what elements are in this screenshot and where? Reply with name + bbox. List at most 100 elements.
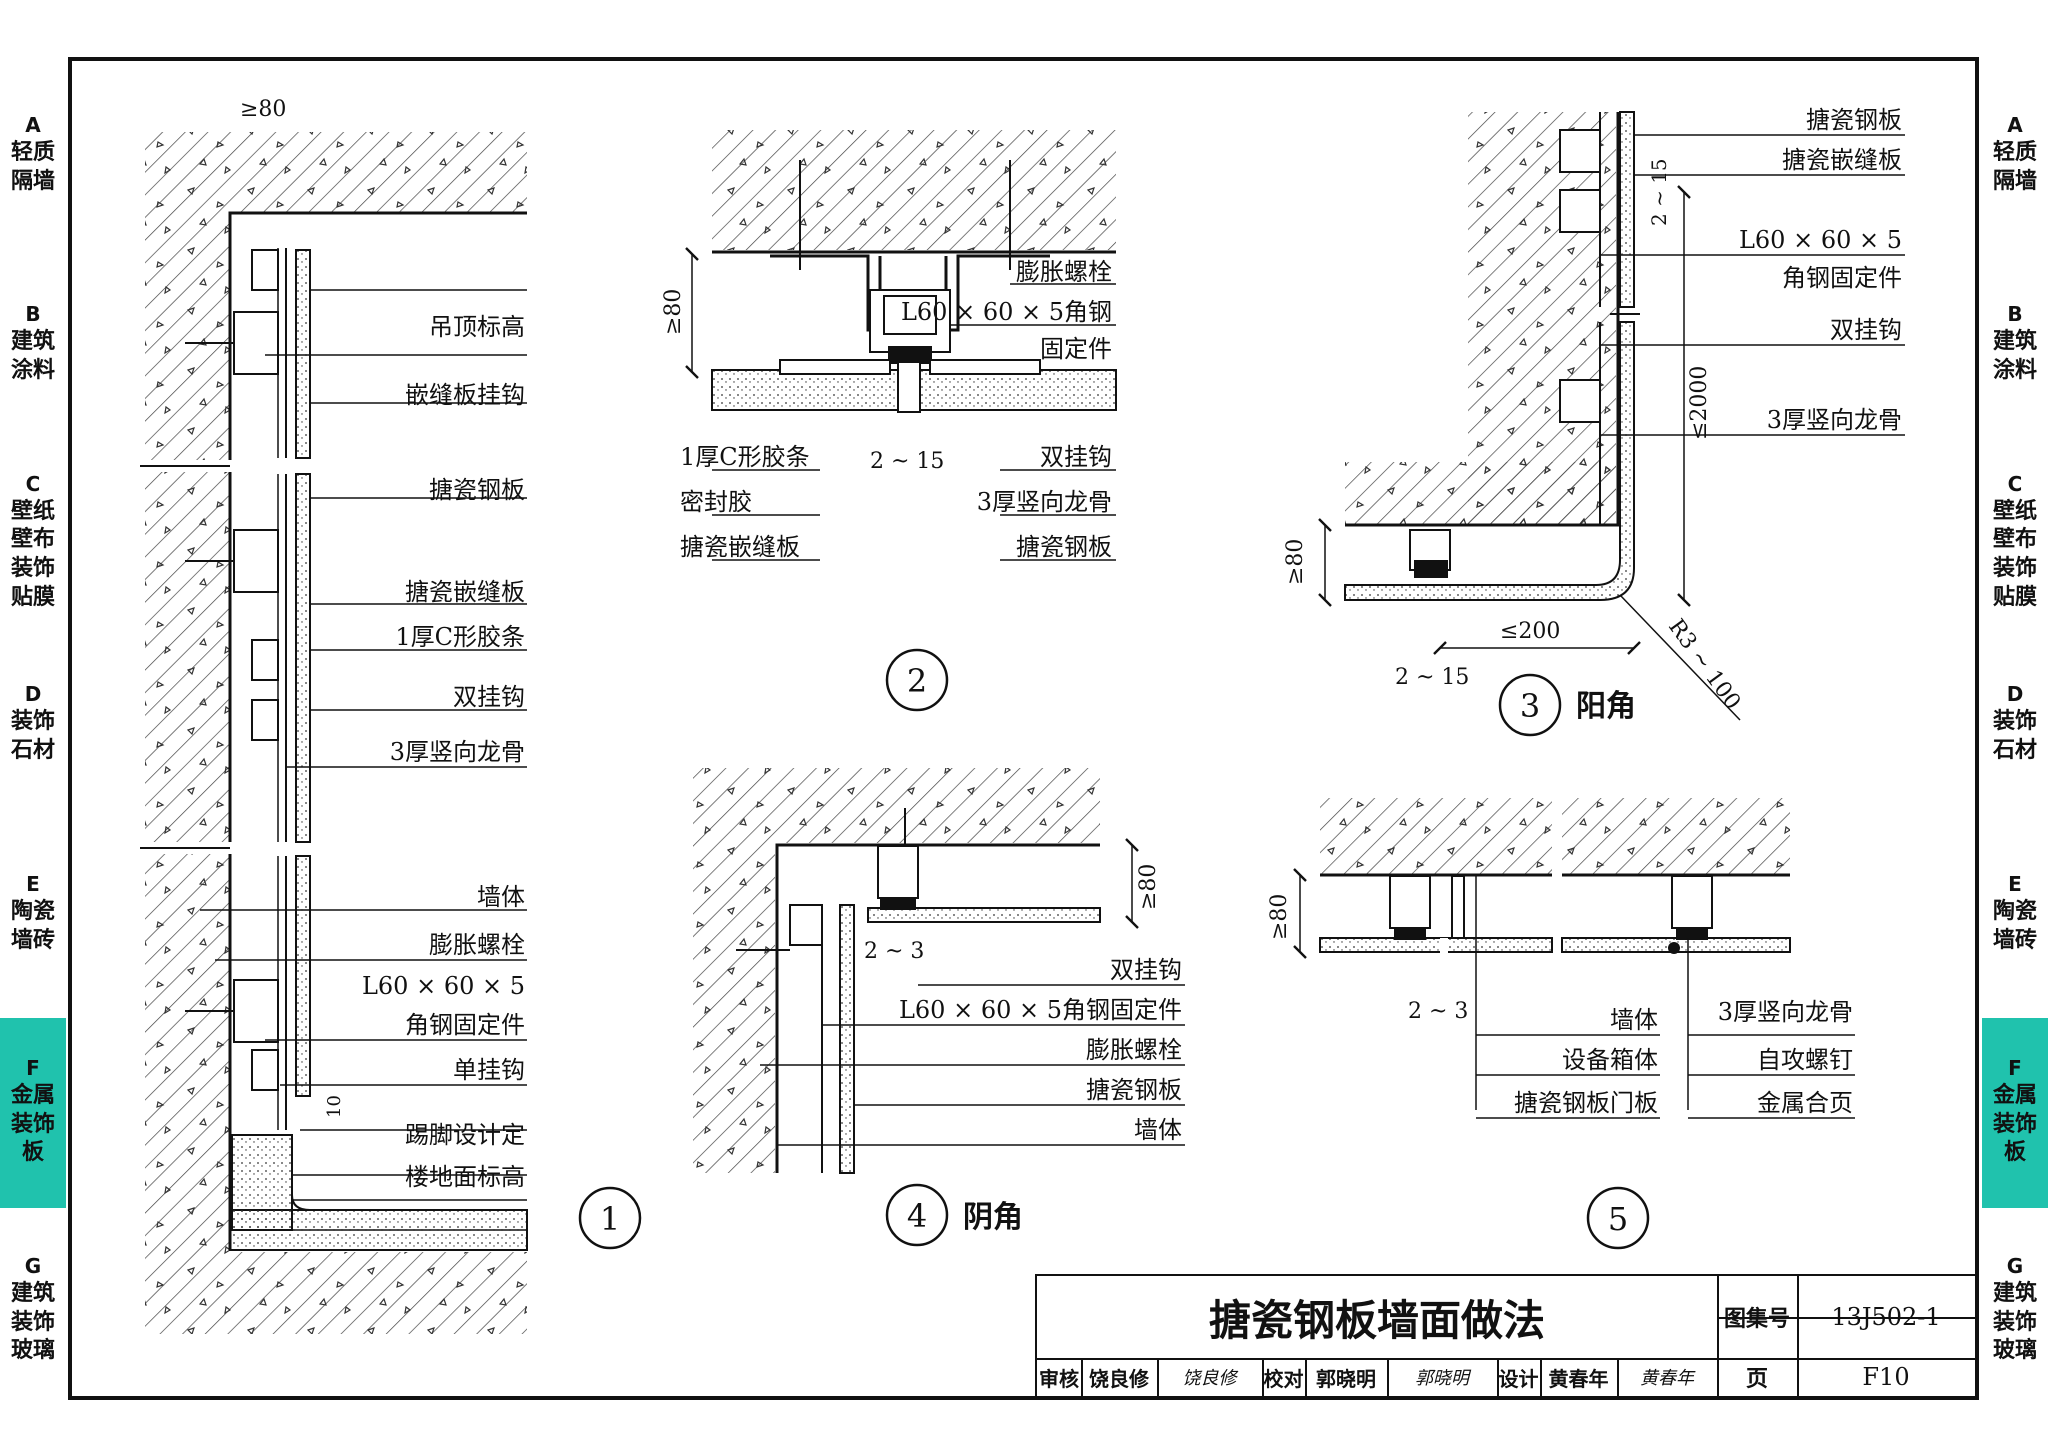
- tab-text: 建筑装饰玻璃: [10, 1281, 55, 1364]
- designer-name: 黄春年: [1548, 1366, 1609, 1391]
- check-label: 校对: [1263, 1366, 1304, 1391]
- detail-3-number: 3: [1520, 687, 1540, 725]
- tab-text: 壁纸壁布装饰贴膜: [1992, 498, 2037, 610]
- tab-d-left[interactable]: D 装饰石材: [0, 650, 66, 800]
- d1-label: 搪瓷嵌缝板: [405, 578, 525, 606]
- tab-letter: F: [26, 1056, 40, 1081]
- detail-5: [1293, 798, 1791, 1110]
- d3-label: 双挂钩: [1830, 316, 1902, 344]
- tab-text: 金属装饰板: [10, 1083, 55, 1166]
- detail-4-leaders: [760, 984, 1185, 1146]
- sheet-frame: [68, 57, 1979, 1400]
- tab-text: 轻质隔墙: [1992, 140, 2037, 194]
- d1-label: 楼地面标高: [405, 1163, 525, 1191]
- d1-label: 搪瓷钢板: [429, 476, 525, 504]
- d5-label-left: 搪瓷钢板门板: [1514, 1089, 1658, 1117]
- detail-3-name: 阳角: [1576, 689, 1636, 724]
- detail-5-leaders: [1476, 1034, 1855, 1119]
- tab-a-left[interactable]: A 轻质隔墙: [0, 82, 66, 230]
- drawing-title: 搪瓷钢板墙面做法: [1208, 1295, 1545, 1345]
- detail-2-leaders: [712, 283, 1116, 561]
- tab-d-right[interactable]: D 装饰石材: [1982, 650, 2048, 800]
- d5-label-left: 设备箱体: [1562, 1046, 1658, 1074]
- d3-label: 3厚竖向龙骨: [1767, 406, 1902, 434]
- d4-label: 搪瓷钢板: [1086, 1076, 1182, 1104]
- tab-f-left[interactable]: F 金属装饰板: [0, 1018, 66, 1208]
- d5-dim-80: ≥80: [1267, 894, 1292, 940]
- d3-label: 搪瓷嵌缝板: [1782, 146, 1902, 174]
- tab-g-right[interactable]: G 建筑装饰玻璃: [1982, 1236, 2048, 1386]
- tab-c-right[interactable]: C 壁纸壁布装饰贴膜: [1982, 462, 2048, 624]
- design-label: 设计: [1498, 1366, 1539, 1391]
- d2-label-right: 双挂钩: [1040, 443, 1112, 471]
- detail-4-marker: [885, 1183, 949, 1247]
- d1-label: 吊顶标高: [429, 313, 525, 341]
- d3-radius: R3 ~ 100: [1663, 615, 1745, 715]
- d1-dim-top: ≥80: [240, 97, 286, 122]
- d1-label: 膨胀螺栓: [429, 931, 525, 959]
- detail-5-number: 5: [1608, 1200, 1628, 1238]
- reviewer-signature: 饶良修: [1182, 1368, 1237, 1389]
- title-block: 搪瓷钢板墙面做法 图集号 13J502-1 审核 饶良修 饶良修 校对 郭晓明 …: [1035, 1274, 1977, 1398]
- d3-dim-15: 2 ~ 15: [1647, 158, 1671, 226]
- detail-4: [693, 768, 1139, 1174]
- tab-f-right[interactable]: F 金属装饰板: [1982, 1018, 2048, 1208]
- d1-label: 踢脚设计定: [405, 1121, 525, 1149]
- tab-letter: D: [2006, 682, 2024, 707]
- tab-letter: G: [24, 1254, 42, 1279]
- tab-letter: A: [2007, 113, 2023, 138]
- tab-g-left[interactable]: G 建筑装饰玻璃: [0, 1236, 66, 1386]
- d2-dim-left: ≥80: [661, 289, 686, 335]
- d1-label: 嵌缝板挂钩: [405, 381, 525, 409]
- tab-e-right[interactable]: E 陶瓷墙砖: [1982, 840, 2048, 990]
- detail-2: [685, 130, 1117, 413]
- d2-label-left: 密封胶: [680, 488, 752, 516]
- d5-label-right: 自攻螺钉: [1757, 1046, 1853, 1074]
- d1-label: 墙体: [477, 883, 525, 911]
- tab-text: 金属装饰板: [1992, 1083, 2037, 1166]
- tab-letter: C: [2007, 471, 2023, 496]
- d2-label-right: 3厚竖向龙骨: [977, 488, 1112, 516]
- tab-letter: D: [24, 682, 42, 707]
- tab-letter: C: [25, 471, 41, 496]
- tab-letter: B: [2007, 302, 2023, 327]
- d4-dim-gap: 2 ~ 3: [864, 939, 924, 964]
- page-label: 页: [1745, 1367, 1768, 1392]
- tab-c-left[interactable]: C 壁纸壁布装饰贴膜: [0, 462, 66, 624]
- tab-a-right[interactable]: A 轻质隔墙: [1982, 82, 2048, 230]
- d2-label-right: 膨胀螺栓: [1016, 258, 1112, 286]
- detail-1-marker: [578, 1186, 642, 1250]
- tab-letter: B: [25, 302, 41, 327]
- d4-label: 膨胀螺栓: [1086, 1036, 1182, 1064]
- d5-dim-gap: 2 ~ 3: [1408, 999, 1468, 1024]
- designer-signature: 黄春年: [1640, 1368, 1694, 1389]
- detail-1-leaders: [200, 289, 527, 1201]
- d4-label: L60 × 60 × 5角钢固定件: [899, 996, 1182, 1024]
- d1-label: 1厚C形胶条: [395, 623, 525, 651]
- page-number: F10: [1862, 1363, 1910, 1391]
- d3-label: 搪瓷钢板: [1806, 106, 1902, 134]
- tab-letter: F: [2008, 1056, 2022, 1081]
- d2-label-left: 1厚C形胶条: [680, 443, 810, 471]
- detail-3: [1318, 111, 1741, 721]
- tab-b-left[interactable]: B 建筑涂料: [0, 270, 66, 420]
- d1-label: 双挂钩: [453, 683, 525, 711]
- detail-5-marker: [1586, 1186, 1650, 1250]
- detail-3-marker: [1498, 673, 1562, 737]
- tab-text: 壁纸壁布装饰贴膜: [10, 498, 55, 610]
- tab-letter: G: [2006, 1254, 2024, 1279]
- tab-letter: E: [2008, 872, 2022, 897]
- d4-dim-80: ≥80: [1136, 864, 1161, 910]
- tab-e-left[interactable]: E 陶瓷墙砖: [0, 840, 66, 990]
- detail-3-leaders: [1600, 134, 1905, 436]
- tab-text: 轻质隔墙: [10, 140, 55, 194]
- tab-b-right[interactable]: B 建筑涂料: [1982, 270, 2048, 420]
- tab-text: 建筑涂料: [10, 329, 55, 383]
- d3-dim-2000: ≤2000: [1687, 366, 1712, 440]
- checker-signature: 郭晓明: [1415, 1368, 1469, 1389]
- atlas-number-label: 图集号: [1723, 1307, 1790, 1332]
- d5-label-left: 墙体: [1610, 1006, 1658, 1034]
- detail-1-number: 1: [600, 1200, 620, 1238]
- d4-label: 墙体: [1134, 1116, 1182, 1144]
- d3-label: 角钢固定件: [1782, 264, 1902, 292]
